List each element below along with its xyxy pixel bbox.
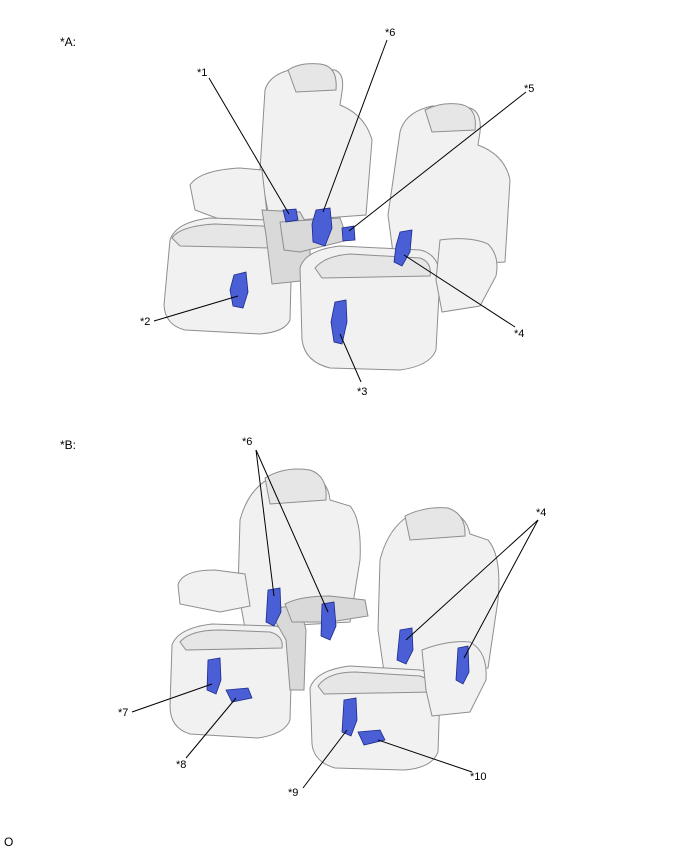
section-b-label: *B: <box>60 438 76 452</box>
leader-2 <box>153 295 239 322</box>
component-8 <box>225 687 253 703</box>
component-9 <box>341 697 358 737</box>
callout-6a: *6 <box>385 27 395 39</box>
view-b-right-seat <box>284 507 500 771</box>
leader-7 <box>131 683 213 713</box>
figure-code: O <box>4 835 13 849</box>
section-a-label: *A: <box>60 35 76 49</box>
callout-9: *9 <box>288 787 298 799</box>
view-b-left-seat <box>169 468 361 739</box>
leader-3 <box>339 333 362 383</box>
leader-5 <box>348 91 527 232</box>
leader-6a <box>322 39 388 213</box>
callout-5: *5 <box>524 83 534 95</box>
leader-4a <box>403 254 516 328</box>
leader-1 <box>208 77 290 215</box>
component-6 <box>311 207 333 247</box>
leader-6b-right <box>255 449 329 613</box>
component-5 <box>341 225 356 242</box>
callout-8: *8 <box>176 759 186 771</box>
callout-4b: *4 <box>536 507 546 519</box>
callout-6b: *6 <box>242 436 252 448</box>
component-6-right <box>320 601 337 641</box>
leader-9 <box>302 729 348 789</box>
component-1 <box>282 208 299 223</box>
component-4 <box>393 229 413 267</box>
leader-6b-left <box>255 449 275 597</box>
callout-2: *2 <box>140 316 150 328</box>
view-b-seats <box>169 468 500 771</box>
callout-1: *1 <box>197 67 207 79</box>
component-3 <box>330 299 348 345</box>
leader-4b-left <box>405 519 539 641</box>
view-a-seats <box>163 63 511 371</box>
callout-10: *10 <box>470 771 487 783</box>
leader-10 <box>377 739 473 773</box>
callout-3: *3 <box>357 386 367 398</box>
component-2 <box>229 271 249 309</box>
callout-4a: *4 <box>514 328 524 340</box>
leader-8 <box>185 697 237 759</box>
callout-7: *7 <box>118 707 128 719</box>
component-10 <box>357 729 386 746</box>
leader-4b-right <box>463 519 539 659</box>
component-6-left <box>265 587 282 627</box>
